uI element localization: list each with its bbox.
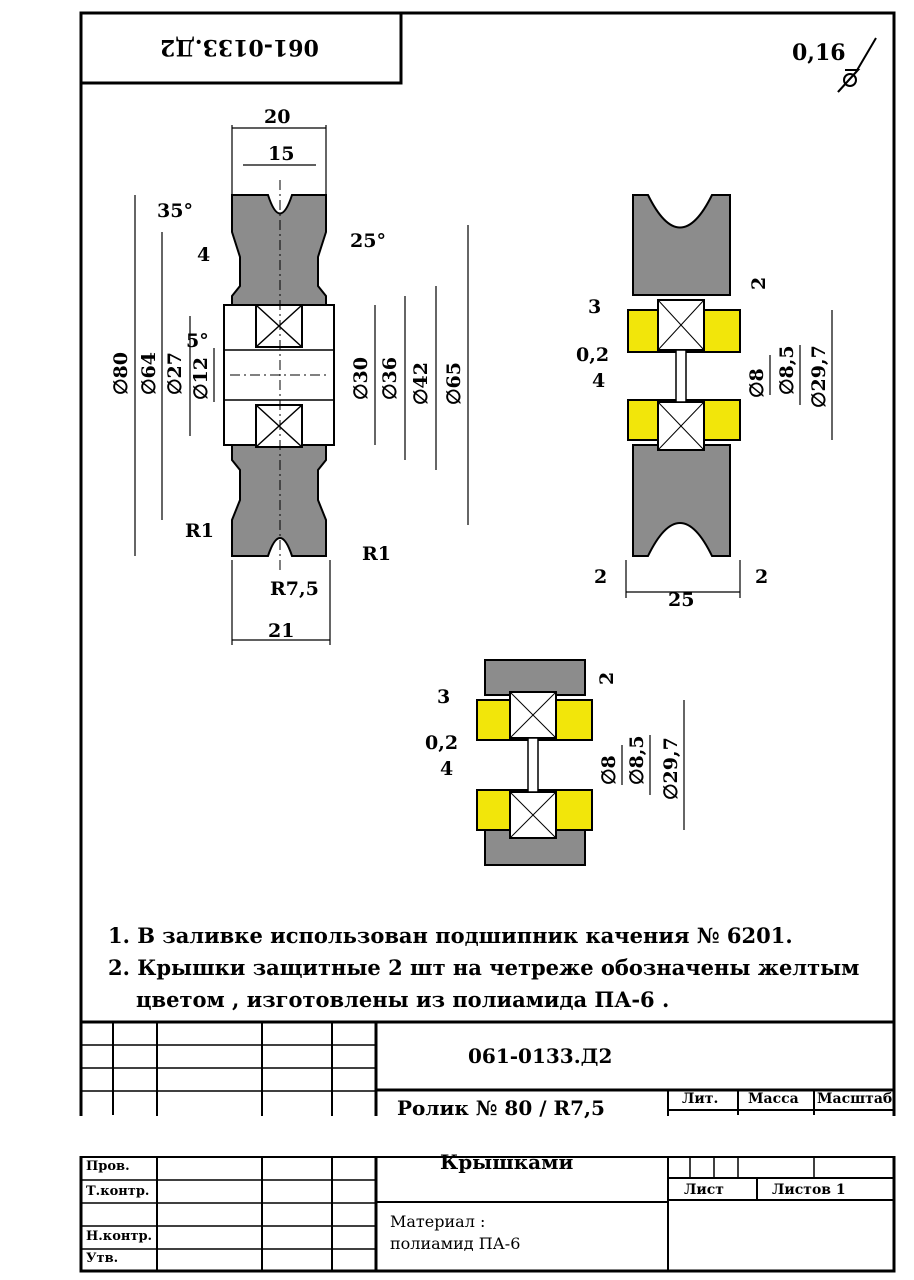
row-tcontr: Т.контр.	[86, 1184, 150, 1199]
view3-section	[476, 659, 685, 866]
view2-dim-d8: ∅8	[746, 368, 768, 398]
row-utv: Утв.	[86, 1251, 119, 1266]
view3-dim-d297: ∅29,7	[660, 737, 682, 800]
sheet-border	[79, 11, 896, 1273]
dim-d36: ∅36	[379, 357, 401, 400]
technical-notes: 1. В заливке использован подшипник качен…	[108, 920, 860, 1016]
doc-code: 061-0133.Д2	[468, 1044, 613, 1068]
view1-section	[134, 125, 469, 645]
view3-dim-d8: ∅8	[598, 755, 620, 785]
label-lit: Лит.	[682, 1091, 719, 1107]
view1-rubber-bottom	[231, 444, 327, 557]
view2-dim-d297: ∅29,7	[808, 345, 830, 408]
dim-angle-5: 5°	[186, 330, 209, 352]
label-mass: Масса	[748, 1091, 799, 1107]
dim-d65: ∅65	[443, 362, 465, 405]
label-scale: Масштаб	[817, 1091, 893, 1107]
view3-callout-3: 3	[437, 686, 451, 708]
view2-dim-2-left: 2	[594, 566, 608, 588]
scan-gap	[78, 1116, 898, 1156]
row-ncontr: Н.контр.	[86, 1229, 153, 1244]
view2-rubber-bottom	[632, 444, 731, 557]
view3-gap-02: 0,2	[425, 732, 459, 754]
roughness-symbol	[837, 37, 877, 93]
note-2: 2. Крышки защитные 2 шт на четреже обозн…	[108, 955, 860, 980]
label-sheets: Листов 1	[772, 1182, 846, 1198]
view2-callout-3: 3	[588, 296, 602, 318]
dim-d12: ∅12	[190, 357, 212, 400]
view3-dim-d85: ∅8,5	[626, 735, 648, 785]
title-block-grid	[81, 1020, 894, 1271]
note-2-cont: цветом , изготовлены из полиамида ПА-6 .	[136, 987, 670, 1012]
dim-r75: R7,5	[270, 578, 319, 600]
stamp-code-mirrored: 061-0133.Д2	[160, 34, 319, 60]
dim-4: 4	[197, 244, 211, 266]
dim-d42: ∅42	[410, 362, 432, 405]
view2-rubber-top	[632, 194, 731, 296]
dim-d64: ∅64	[138, 352, 160, 395]
label-sheet: Лист	[684, 1182, 724, 1198]
part-name-line2: Крышками	[440, 1150, 574, 1174]
view2-dim-d85: ∅8,5	[776, 345, 798, 395]
dim-width-20: 20	[264, 106, 291, 128]
view2-width-25: 25	[668, 589, 695, 611]
view1-rubber-top	[231, 194, 327, 311]
stamp-box	[79, 11, 403, 85]
view2-dim-2-top: 2	[748, 276, 770, 290]
dim-r1-right: R1	[362, 543, 392, 565]
roughness-value: 0,16	[792, 40, 846, 66]
view2-gap-02: 0,2	[576, 344, 610, 366]
row-prov: Пров.	[86, 1159, 130, 1174]
view2-dim-4: 4	[592, 370, 606, 392]
dim-d27: ∅27	[164, 352, 186, 395]
dim-r1-left: R1	[185, 520, 215, 542]
material-value: полиамид ПА-6	[390, 1234, 521, 1253]
dim-angle-25: 25°	[350, 230, 386, 252]
view3-dim-2-top: 2	[596, 671, 618, 685]
dim-width-15: 15	[268, 143, 295, 165]
dim-width-21: 21	[268, 620, 295, 642]
view3-dim-4: 4	[440, 758, 454, 780]
material-label: Материал :	[390, 1212, 486, 1231]
note-1: 1. В заливке использован подшипник качен…	[108, 923, 793, 948]
dim-angle-35: 35°	[157, 200, 193, 222]
view2-dim-2-right: 2	[755, 566, 769, 588]
dim-d30: ∅30	[350, 357, 372, 400]
part-name: Ролик № 80 / R7,5	[397, 1096, 605, 1120]
view2-section	[625, 194, 833, 598]
dim-d80: ∅80	[110, 352, 132, 395]
